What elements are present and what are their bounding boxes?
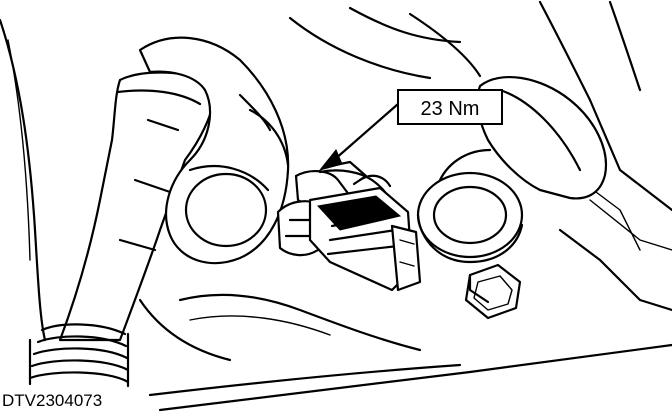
vacuum-hose [28, 71, 219, 388]
torque-value-label: 23 Nm [421, 98, 480, 120]
coolant-pipe [416, 75, 608, 264]
manifold-hose [138, 36, 290, 265]
torque-callout: 23 Nm [397, 89, 503, 125]
hex-bolt [464, 263, 522, 320]
reference-code-label: DTV2304073 [2, 391, 102, 410]
electrical-connector [308, 174, 422, 292]
callout-leader [318, 102, 400, 171]
